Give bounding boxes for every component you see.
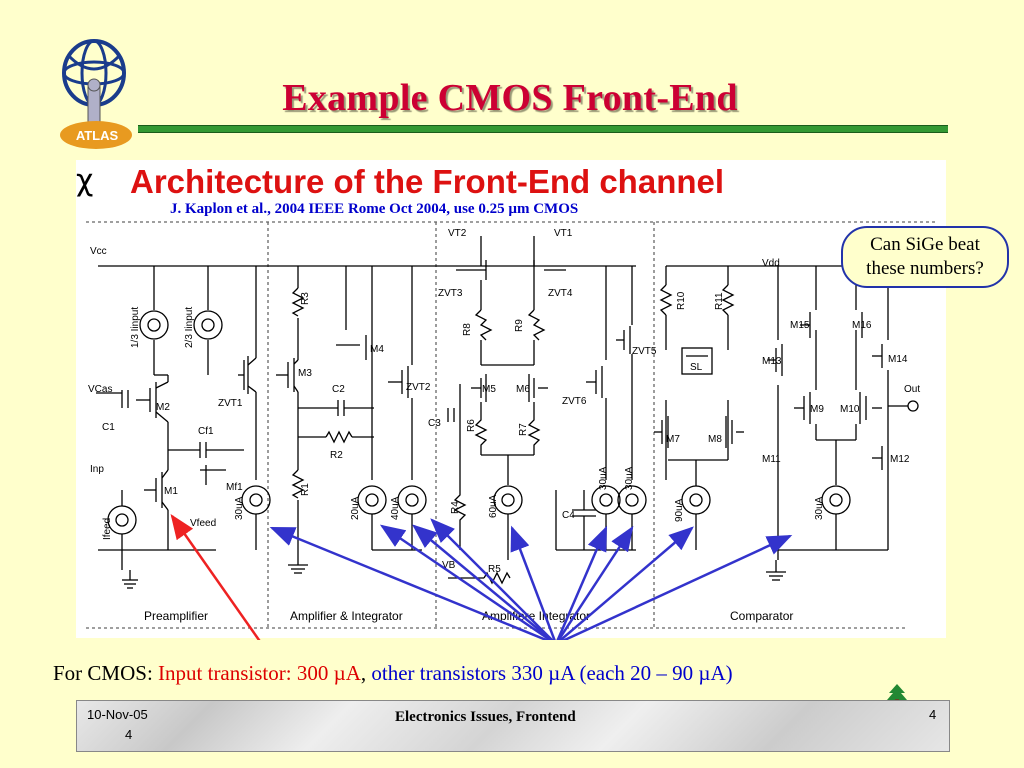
label-20ua: 20uA	[350, 496, 361, 520]
label-m6: M6	[516, 384, 530, 395]
callout-line-1: Can SiGe beat	[870, 234, 980, 255]
label-r6: R6	[466, 419, 477, 432]
title-rule	[138, 125, 948, 133]
section-comparator: Comparator	[730, 609, 793, 623]
label-r11: R11	[714, 292, 725, 310]
red-arrow-input-transistor	[170, 513, 261, 640]
label-mf1: Mf1	[226, 482, 243, 493]
label-vdd: Vdd	[762, 258, 780, 269]
label-r3: R3	[300, 292, 311, 305]
label-r2: R2	[330, 450, 343, 461]
label-90ua: 90uA	[674, 498, 685, 522]
section-amplifier-integrator: Amplifier & Integrator	[290, 609, 403, 623]
section-preamplifier: Preamplifier	[144, 609, 208, 623]
label-m12: M12	[890, 454, 910, 465]
footer-page-number: 4	[929, 707, 937, 722]
caption: For CMOS: Input transistor: 300 µA, othe…	[53, 661, 733, 686]
figure-panel	[76, 160, 946, 638]
footer-bar: 10-Nov-05 4 Electronics Issues, Frontend…	[76, 700, 950, 752]
footer-title: Electronics Issues, Frontend	[395, 709, 576, 725]
label-c1: C1	[102, 422, 115, 433]
label-m4: M4	[370, 344, 384, 355]
callout-line-2: these numbers?	[866, 258, 984, 279]
label-m8: M8	[708, 434, 722, 445]
label-1-3-iinput: 1/3 Iinput	[130, 307, 141, 348]
label-m1: M1	[164, 486, 178, 497]
label-2-3-iinput: 2/3 Iinput	[184, 307, 195, 348]
label-60ua: 60uA	[488, 494, 499, 518]
label-m16: M16	[852, 320, 872, 331]
label-r8: R8	[462, 323, 473, 336]
label-m10: M10	[840, 404, 860, 415]
label-inp: Inp	[90, 464, 104, 475]
label-r10: R10	[676, 291, 687, 310]
caption-comma: ,	[360, 661, 372, 685]
caption-input-transistor: Input transistor: 300 µA	[158, 661, 361, 685]
figure-heading: Architecture of the Front-End channel	[130, 163, 725, 200]
label-m3: M3	[298, 368, 312, 379]
sige-callout: Can SiGe beat these numbers?	[841, 226, 1009, 288]
label-zvt1: ZVT1	[218, 398, 243, 409]
label-40ua: 40uA	[390, 496, 401, 520]
blue-arrow-30ua-b	[557, 525, 634, 640]
footer-date: 10-Nov-05	[87, 707, 148, 722]
label-r9: R9	[514, 319, 525, 332]
label-vcc: Vcc	[90, 246, 107, 257]
label-m15: M15	[790, 320, 810, 331]
caption-other-transistors: other transistors 330 µA (each 20 – 90 µ…	[371, 661, 733, 685]
label-zvt6: ZVT6	[562, 396, 587, 407]
label-30ua-a: 30uA	[598, 466, 609, 490]
label-r1: R1	[300, 483, 311, 496]
label-c4: C4	[562, 510, 575, 521]
scribble-glyph: χ	[76, 163, 94, 198]
label-vfeed: Vfeed	[190, 518, 216, 529]
blue-arrow-20ua	[379, 524, 553, 640]
atlas-logo-text: ATLAS	[76, 128, 119, 143]
label-zvt2: ZVT2	[406, 382, 431, 393]
label-zvt3: ZVT3	[438, 288, 463, 299]
label-out: Out	[904, 384, 920, 395]
atlas-logo: ATLAS	[50, 25, 138, 160]
label-m7: M7	[666, 434, 680, 445]
label-30ua-comp: 30uA	[814, 496, 825, 520]
blue-arrow-30ua-preamp	[269, 526, 550, 640]
label-m9: M9	[810, 404, 824, 415]
label-zvt4: ZVT4	[548, 288, 573, 299]
label-30ua-b: 30uA	[624, 466, 635, 490]
blue-arrow-30ua-comp	[561, 534, 793, 640]
label-vt2: VT2	[448, 228, 467, 239]
label-m11: M11	[762, 454, 781, 465]
caption-prefix: For CMOS:	[53, 661, 159, 685]
front-end-schematic: Vcc 1/3 Iinput 2/3 Iinput VCas C1 M2 ZVT…	[86, 221, 936, 640]
blue-arrow-r4	[430, 518, 554, 640]
label-vcas: VCas	[88, 384, 112, 395]
figure-citation: J. Kaplon et al., 2004 IEEE Rome Oct 200…	[170, 201, 579, 217]
slide-title: Example CMOS Front-End	[282, 77, 738, 119]
blue-arrow-40ua	[412, 524, 554, 640]
footer-page-small: 4	[125, 727, 133, 742]
label-vt1: VT1	[554, 228, 573, 239]
label-30ua-preamp: 30uA	[234, 496, 245, 520]
label-r5: R5	[488, 564, 501, 575]
blue-arrow-30ua-a	[556, 525, 608, 640]
label-sl: SL	[690, 362, 703, 373]
label-r7: R7	[518, 423, 529, 436]
label-m5: M5	[482, 384, 496, 395]
label-ifeed: Ifeed	[102, 518, 113, 540]
label-m13: M13	[762, 356, 782, 367]
label-r4: R4	[450, 501, 461, 514]
label-cf1: Cf1	[198, 426, 214, 437]
blue-arrow-60ua	[510, 525, 556, 640]
label-vb: VB	[442, 560, 456, 571]
label-c3: C3	[428, 418, 441, 429]
label-c2: C2	[332, 384, 345, 395]
label-m14: M14	[888, 354, 908, 365]
label-zvt5: ZVT5	[632, 346, 657, 357]
label-m2: M2	[156, 402, 170, 413]
blue-arrow-90ua	[558, 526, 694, 640]
